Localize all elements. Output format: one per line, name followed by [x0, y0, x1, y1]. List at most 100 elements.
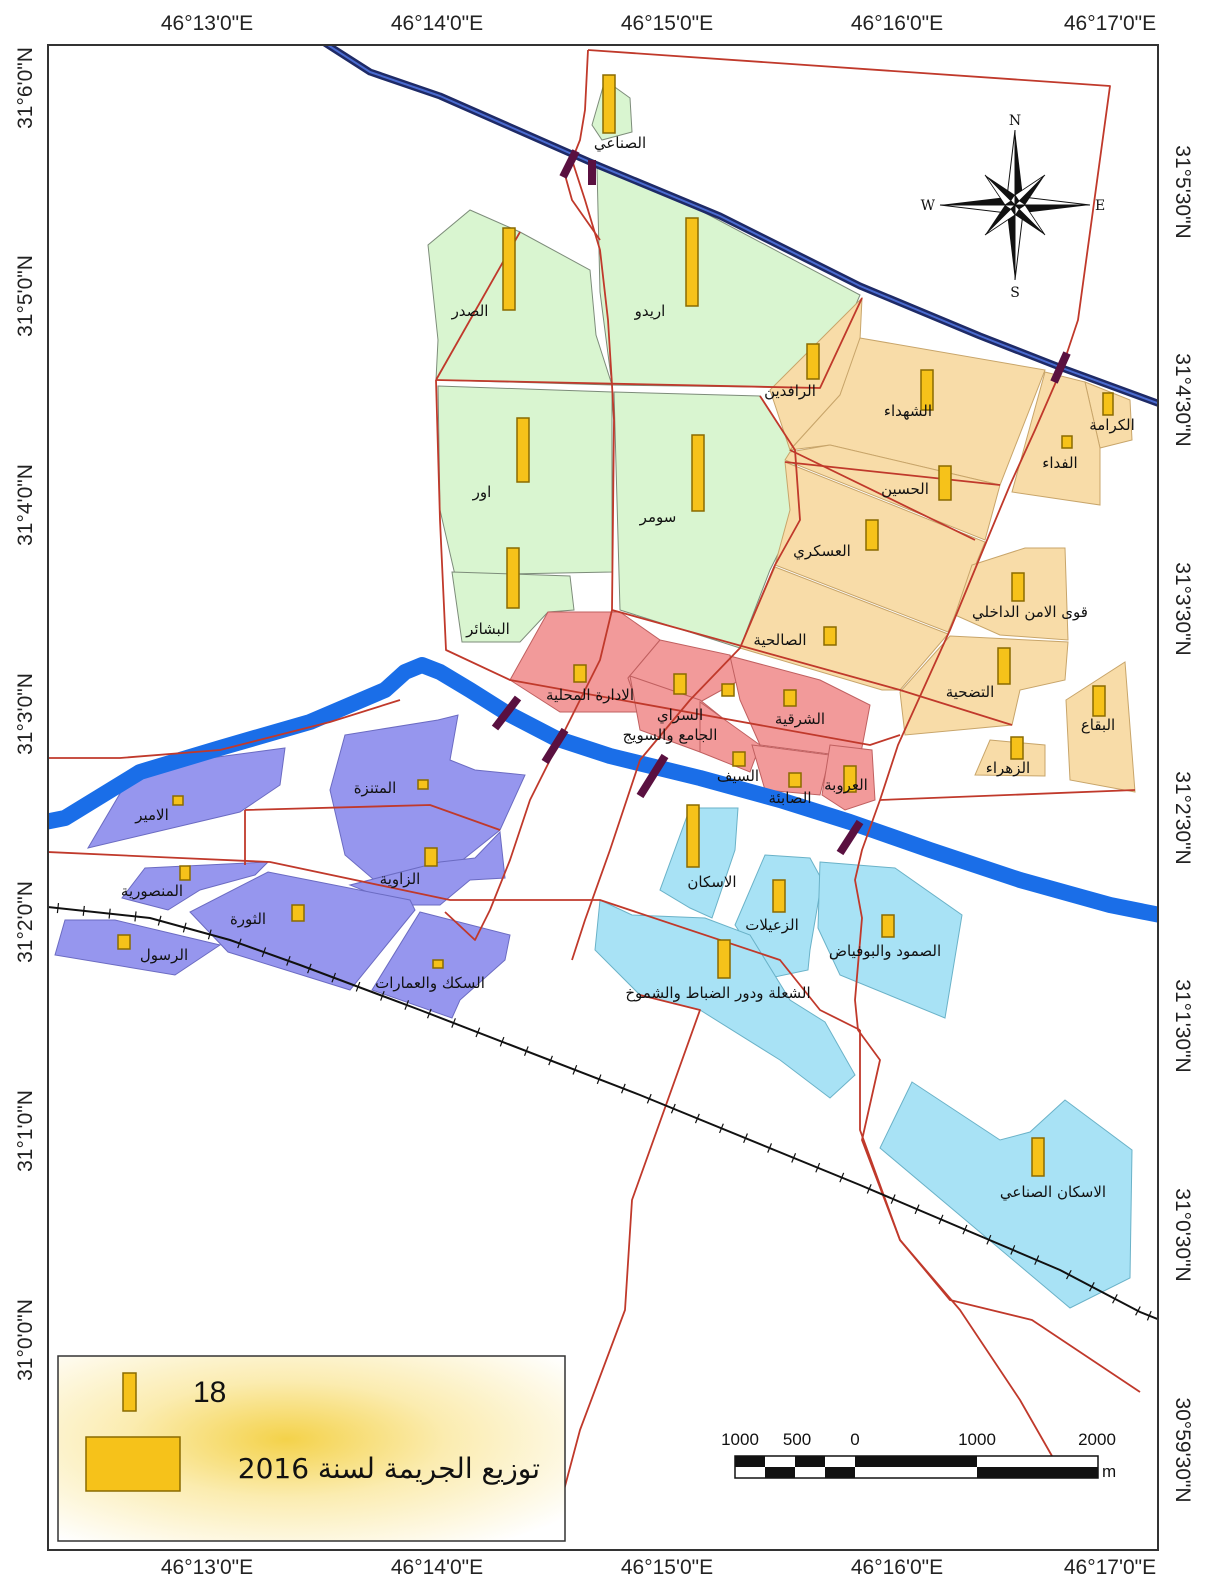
crime-bar-amn: [1011, 572, 1025, 602]
label-askari: العسكري: [793, 542, 851, 561]
crime-bar-sharqiya: [783, 689, 797, 707]
bridge: [836, 819, 864, 856]
label-baqaa: البقاع: [1081, 716, 1115, 734]
railway-tick: [1034, 1255, 1040, 1265]
crime-bar-tadhiya: [997, 647, 1011, 685]
railway-tick: [404, 1000, 410, 1010]
railway-tick: [1135, 1306, 1141, 1316]
railway-tick: [286, 955, 291, 966]
scale-unit: m: [1102, 1462, 1116, 1481]
railway-tick: [572, 1064, 578, 1075]
railway-tick: [620, 1083, 626, 1094]
label-mansuriya: المنصورية: [121, 882, 183, 900]
label-uruba: العروبة: [824, 776, 868, 794]
crime-bar-rafidain: [806, 343, 820, 380]
railway-tick: [914, 1204, 920, 1215]
crime-bar-saray: [673, 673, 687, 695]
canal-highlight: [327, 46, 1157, 404]
label-amir: الامير: [134, 806, 169, 824]
district-mutanazzah: [329, 714, 526, 886]
compass-s: S: [1010, 285, 1020, 301]
railway-tick: [938, 1214, 944, 1225]
lat-label: 31°2'0"N: [14, 881, 37, 963]
railway-tick: [108, 908, 111, 919]
district-iskan-sinaai: [879, 1081, 1133, 1309]
label-shuhada: الشهداء: [884, 402, 932, 420]
label-sumer: سومر: [639, 508, 677, 526]
railway-tick: [475, 1027, 481, 1038]
scale-label: 500: [783, 1430, 811, 1449]
crime-bar-sumer: [691, 434, 705, 512]
railway-tick: [839, 1172, 845, 1183]
railway-tick: [451, 1018, 456, 1028]
district-zahraa: [974, 739, 1046, 777]
label-salihiya: الصالحية: [753, 631, 806, 649]
lat-label: 31°6'0"N: [14, 47, 37, 129]
railway-tick: [207, 929, 212, 940]
lon-label: 46°13'0"E: [161, 1556, 253, 1579]
crime-bar-sumud: [881, 914, 895, 938]
crime-bar-sabiya: [788, 772, 802, 788]
label-sabiya: الصابئة: [768, 789, 811, 807]
label-iskan-sinaai: الاسكان الصناعي: [1000, 1183, 1106, 1202]
label-aridu: اريدو: [634, 302, 666, 320]
label-sikak: السكك والعمارات: [375, 974, 485, 992]
label-mutanazzah: المتنزة: [354, 779, 397, 797]
railway-tick: [134, 911, 137, 922]
label-sadr: الصدر: [451, 302, 489, 320]
label-ur: اور: [472, 483, 492, 501]
crime-bar-iskan: [686, 804, 700, 868]
bridge: [636, 753, 669, 799]
railway-tick: [743, 1133, 748, 1144]
label-shula: الشعلة ودور الضباط والشموخ: [625, 984, 810, 1002]
railway-tick: [426, 1008, 432, 1019]
railway-tick: [1146, 1310, 1152, 1321]
crime-bar-sayf: [732, 751, 746, 767]
lon-label: 46°17'0"E: [1064, 1556, 1156, 1579]
legend-bar-symbol: [122, 1372, 137, 1412]
lon-label: 46°14'0"E: [391, 12, 483, 35]
lat-label: 31°4'0"N: [14, 464, 37, 546]
railway-tick: [1112, 1294, 1118, 1304]
lon-label: 46°16'0"E: [851, 12, 943, 35]
railway-tick: [56, 903, 60, 914]
crime-bar-mansuriya: [179, 865, 191, 881]
label-amn: قوى الامن الداخلي: [972, 603, 1088, 622]
crime-bar-zuailat: [772, 879, 786, 913]
legend: 18 توزيع الجريمة لسنة 2016: [57, 1355, 566, 1542]
compass-e: E: [1095, 198, 1105, 214]
lat-label: 31°1'30"N: [1171, 979, 1194, 1072]
scale-bar: 1000 500 0 1000 2000 m: [721, 1430, 1116, 1481]
lon-label: 46°15'0"E: [621, 12, 713, 35]
crime-bar-aridu: [685, 217, 699, 307]
crime-bar-rasul: [117, 934, 131, 950]
label-sayf: السيف: [717, 767, 759, 785]
lat-label: 31°4'30"N: [1171, 353, 1194, 446]
label-hussein: الحسين: [881, 480, 929, 498]
railway-tick: [718, 1123, 724, 1134]
lon-label: 46°13'0"E: [161, 12, 253, 35]
crime-bar-sikak: [432, 959, 444, 969]
longitude-labels-bottom: 46°13'0"E 46°14'0"E 46°15'0"E 46°16'0"E …: [161, 1556, 1156, 1579]
legend-value: 18: [193, 1376, 226, 1409]
crime-bar-karama: [1102, 392, 1114, 416]
railway-tick: [82, 905, 85, 916]
label-sinaai: الصناعي: [594, 134, 646, 153]
crime-bar-zahraa: [1010, 736, 1024, 760]
lat-label: 31°5'0"N: [14, 255, 37, 337]
railway-tick: [237, 938, 242, 949]
railway-tick: [815, 1162, 821, 1173]
railway-tick: [890, 1194, 896, 1204]
lat-label: 31°3'0"N: [14, 673, 37, 755]
lon-label: 46°15'0"E: [621, 1556, 713, 1579]
crime-bar-sinaai: [602, 74, 616, 134]
crime-bar-fidaa: [1061, 435, 1073, 449]
bridge: [559, 149, 580, 179]
railway-tick: [596, 1074, 602, 1085]
bridge: [541, 727, 569, 765]
railway-tick: [767, 1143, 773, 1153]
railway-tick: [355, 981, 361, 992]
crime-bar-mutanazzah: [417, 779, 429, 790]
scale-label: 1000: [721, 1430, 759, 1449]
